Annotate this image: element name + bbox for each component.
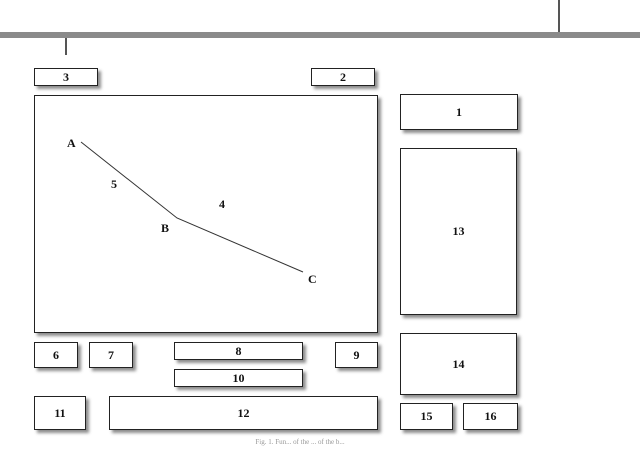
box-9: 9	[335, 342, 378, 368]
main-panel-diagram: A B C 5 4	[67, 136, 317, 286]
segment-5-label: 5	[111, 177, 117, 191]
box-9-label: 9	[353, 347, 360, 362]
left-tick-mark	[65, 38, 67, 55]
figure-caption: Fig. 1. Fun... of the ... of the b...	[255, 438, 345, 446]
box-15: 15	[400, 403, 453, 430]
box-16: 16	[463, 403, 518, 430]
box-6-label: 6	[53, 347, 59, 362]
box-6: 6	[34, 342, 78, 368]
box-2-label: 2	[340, 69, 346, 84]
box-3-label: 3	[63, 69, 69, 84]
box-16-label: 16	[484, 409, 497, 423]
region-4-label: 4	[219, 197, 225, 211]
box-8-label: 8	[235, 343, 242, 358]
box-7: 7	[89, 342, 133, 368]
box-14-label: 14	[452, 356, 465, 371]
box-7-label: 7	[108, 347, 114, 362]
box-11-label: 11	[54, 405, 66, 420]
path-line-abc	[80, 141, 304, 273]
point-b-label: B	[161, 221, 169, 235]
box-11: 11	[34, 396, 86, 430]
box-14: 14	[400, 333, 517, 395]
box-8: 8	[174, 342, 303, 360]
box-13: 13	[400, 148, 517, 315]
box-10-label: 10	[232, 370, 245, 385]
point-a-label: A	[67, 136, 76, 150]
box-15-label: 15	[420, 409, 433, 423]
top-rule	[0, 32, 640, 38]
main-panel: A B C 5 4	[34, 95, 378, 333]
box-1-label: 1	[456, 104, 462, 119]
right-tick-mark	[558, 0, 560, 32]
box-3: 3	[34, 68, 98, 86]
box-2: 2	[311, 68, 375, 86]
box-1: 1	[400, 94, 518, 130]
point-c-label: C	[308, 272, 317, 286]
box-12: 12	[109, 396, 378, 430]
box-13-label: 13	[452, 224, 465, 238]
box-10: 10	[174, 369, 303, 387]
box-12-label: 12	[237, 405, 250, 420]
